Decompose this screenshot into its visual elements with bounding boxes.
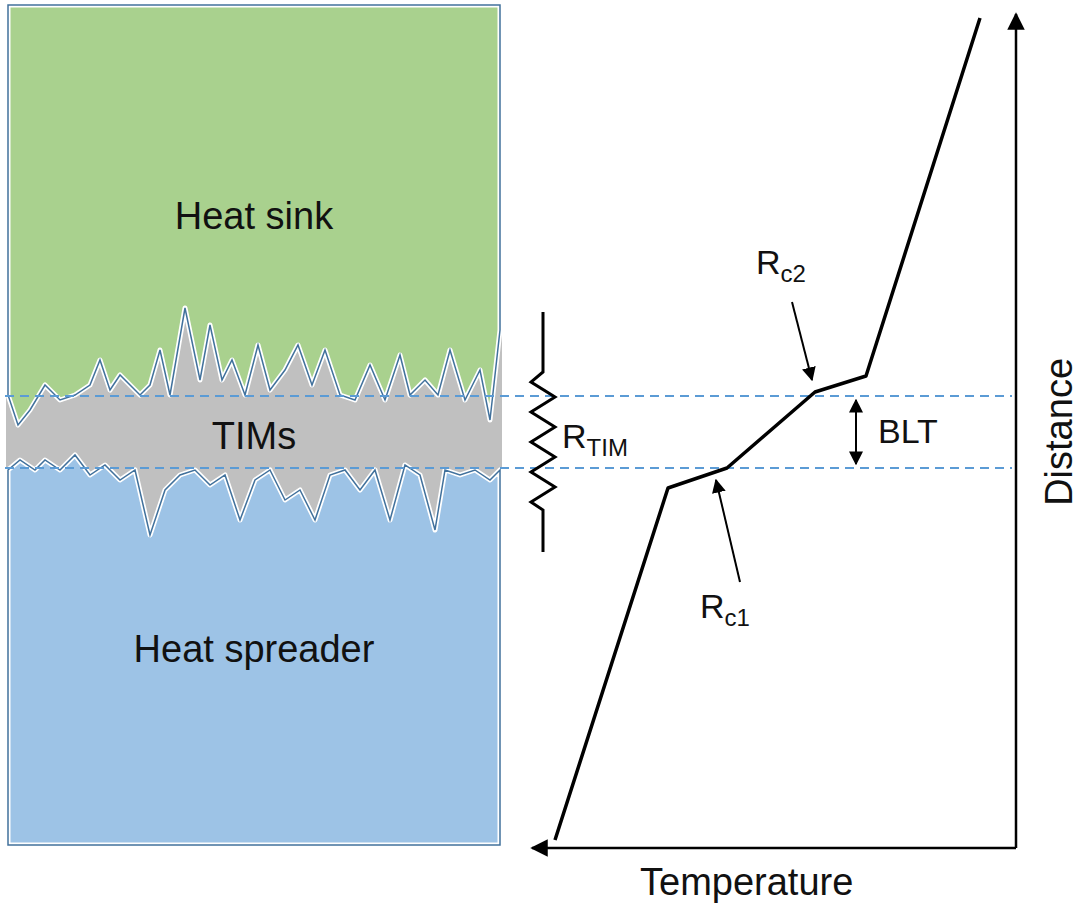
heat-sink-outline bbox=[8, 5, 500, 425]
axis-label: Temperature bbox=[640, 862, 853, 904]
part-name: Heat spreader bbox=[8, 629, 500, 671]
heat-sink-body bbox=[8, 5, 500, 425]
resistance-label: Rc2 bbox=[756, 244, 806, 287]
dashed-line bbox=[5, 467, 1012, 469]
heat-spreader: Heat spreader bbox=[8, 545, 500, 845]
resistor-symbol bbox=[531, 312, 555, 552]
temperature-axis bbox=[532, 847, 1016, 850]
heat-spreader-outline bbox=[8, 455, 500, 845]
label-text: Temperature bbox=[640, 861, 853, 903]
subscript: c1 bbox=[725, 604, 750, 631]
part-name: Heat sink bbox=[8, 196, 500, 238]
label-text: R bbox=[700, 587, 725, 625]
label-text: R bbox=[562, 417, 587, 455]
label-text: Distance bbox=[1038, 358, 1080, 506]
leader-arrow bbox=[716, 480, 740, 582]
label-text: R bbox=[756, 243, 781, 281]
subscript: c2 bbox=[781, 260, 806, 287]
dimension-label: BLT bbox=[878, 413, 938, 450]
heat-sink: Heat sink bbox=[8, 5, 500, 305]
dashed-line bbox=[5, 395, 1012, 397]
tim-band: TIMs bbox=[8, 400, 500, 466]
heat-spreader-body bbox=[8, 455, 500, 845]
resistance-label: Rc1 bbox=[700, 588, 750, 631]
part-name: TIMs bbox=[8, 416, 500, 458]
subscript: TIM bbox=[587, 434, 628, 461]
resistance-label: RTIM bbox=[562, 418, 628, 461]
temperature-profile bbox=[555, 18, 980, 840]
leader-arrow bbox=[792, 302, 812, 380]
distance-axis bbox=[1015, 14, 1018, 848]
dimension-arrow bbox=[855, 400, 857, 464]
label-text: BLT bbox=[878, 412, 938, 450]
axis-label: Distance bbox=[1039, 358, 1081, 506]
